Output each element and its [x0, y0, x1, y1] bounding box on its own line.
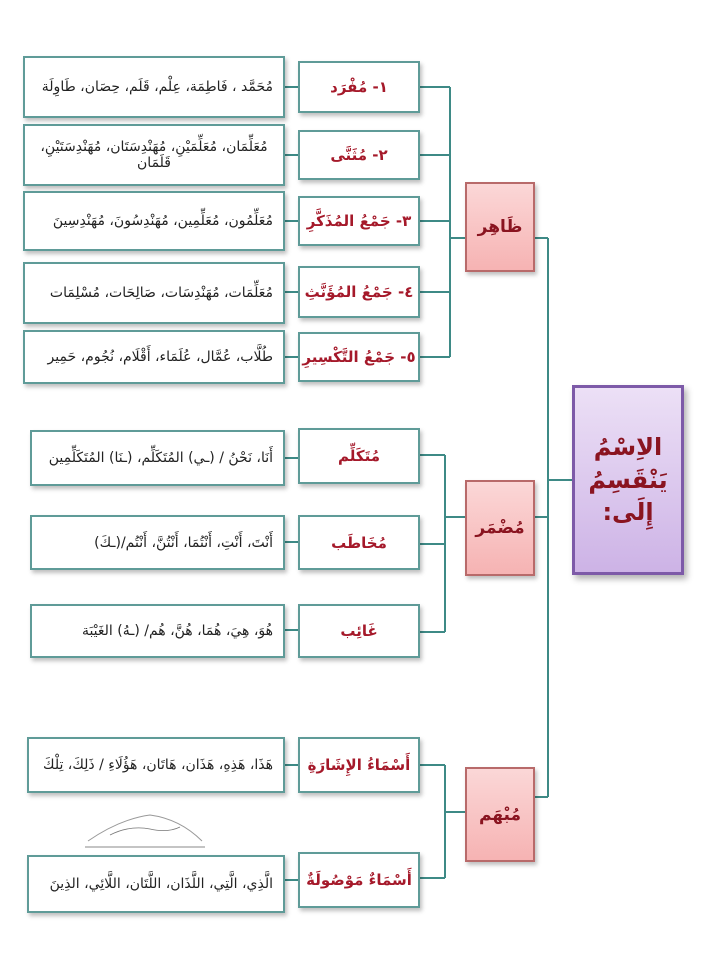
label-mukhatab: مُخَاطَب — [298, 515, 420, 570]
examples-jam-mudhakkar: مُعَلِّمُون، مُعَلِّمِين، مُهَنْدِسُونَ،… — [23, 191, 285, 251]
category-mudmar: مُضْمَر — [465, 480, 535, 576]
label-jam-muannath: ٤- جَمْعُ المُؤَنَّثِ — [298, 266, 420, 318]
label-mutakallim: مُتَكَلِّم — [298, 428, 420, 484]
examples-ghaib: هُوَ، هِيَ، هُمَا، هُنَّ، هُم/ (ـهُ) الغ… — [30, 604, 285, 658]
label-mufrad: ١- مُفْرَد — [298, 61, 420, 113]
label-asma-ishara: أَسْمَاءُ الإِشَارَةِ — [298, 737, 420, 793]
root-title: الاِسْمُ — [593, 433, 663, 462]
label-jam-mudhakkar: ٣- جَمْعُ المُذَكَّرِ — [298, 196, 420, 246]
category-mubham: مُبْهَم — [465, 767, 535, 862]
root-subtitle: يَنْقَسِمُ إِلَى: — [588, 465, 668, 527]
examples-jam-muannath: مُعَلِّمَات، مُهَنْدِسَات، صَالِحَات، مُ… — [23, 262, 285, 324]
examples-asma-mawsula: الَّذِي، الَّتِي، اللَّذَان، اللَّتَان، … — [27, 855, 285, 913]
examples-jam-taksir: طُلَّاب، عُمَّال، عُلَمَاء، أَقْلَام، نُ… — [23, 330, 285, 384]
examples-muthanna: مُعَلِّمَان، مُعَلِّمَيْنِ، مُهَنْدِسَتَ… — [23, 124, 285, 186]
signature-seal — [80, 805, 210, 851]
examples-mutakallim: أَنَا، نَحْنُ / (ـي) المُتَكَلِّم، (ـنَا… — [30, 430, 285, 486]
examples-mufrad: مُحَمَّد ، فَاطِمَة، عِلْم، قَلَم، حِصَا… — [23, 56, 285, 118]
examples-mukhatab: أَنْتَ، أَنْتِ، أَنْتُمَا، أَنْتُنَّ، أَ… — [30, 515, 285, 570]
root-box: الاِسْمُ يَنْقَسِمُ إِلَى: — [572, 385, 684, 575]
category-zahir: ظَاهِر — [465, 182, 535, 272]
label-ghaib: غَائِب — [298, 604, 420, 658]
examples-asma-ishara: هَذَا، هَذِهِ، هَذَان، هَاتَان، هَؤُلَاء… — [27, 737, 285, 793]
label-muthanna: ٢- مُثَنَّى — [298, 130, 420, 180]
label-jam-taksir: ٥- جَمْعُ التَّكْسِيرِ — [298, 332, 420, 382]
label-asma-mawsula: أَسْمَاءٌ مَوْصُولَةٌ — [298, 852, 420, 908]
